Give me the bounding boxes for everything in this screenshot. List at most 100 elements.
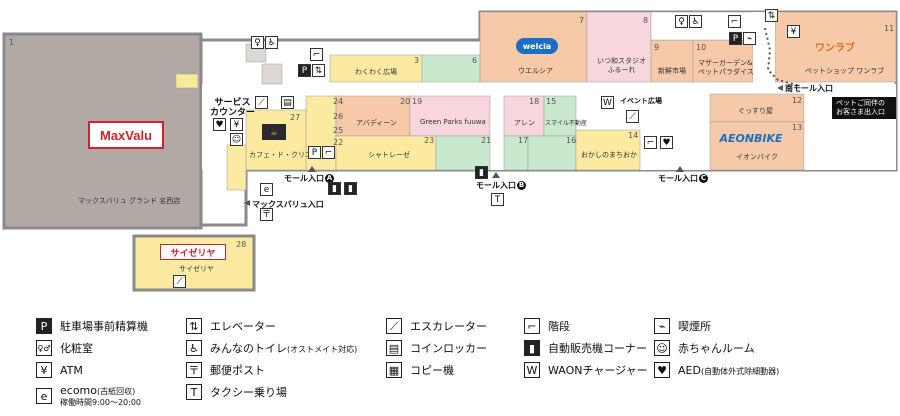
parking-payment-icon: P bbox=[729, 32, 742, 45]
legend-label-text: 化粧室 bbox=[60, 342, 93, 355]
okashi-number: 14 bbox=[628, 131, 639, 140]
postbox-icon: 〒 bbox=[260, 208, 273, 221]
aeonbike-area bbox=[709, 121, 805, 171]
legend-label: 化粧室 bbox=[60, 340, 93, 356]
legend-label-text: 喫煙所 bbox=[678, 320, 711, 333]
stairs-icon: ⌐ bbox=[644, 136, 657, 149]
legend-label-text: WAONチャージャー bbox=[548, 364, 648, 377]
area-23-number: 23 bbox=[424, 136, 435, 145]
cafe-number: 27 bbox=[290, 113, 301, 122]
waon-charger-icon: W bbox=[524, 362, 540, 378]
legend-label: 階段 bbox=[548, 318, 570, 334]
legend-label-text: コピー機 bbox=[410, 364, 454, 377]
welcia-number: 7 bbox=[579, 16, 585, 25]
vending-machine-icon: ▮ bbox=[328, 182, 341, 195]
smile-number: 15 bbox=[546, 97, 557, 106]
stairs-icon: ⌐ bbox=[310, 48, 323, 61]
legend-label: コインロッカー bbox=[410, 340, 487, 356]
legend-label: 自動販売機コーナー bbox=[548, 340, 647, 356]
waon-charger-icon: W bbox=[601, 96, 614, 109]
ecomo-icon: e bbox=[260, 183, 273, 196]
smoking-room-icon: ⌁ bbox=[743, 32, 756, 45]
legend-item-aed: ♥AED(自動体外式除細動器) bbox=[654, 362, 779, 378]
aed-icon: ♥ bbox=[654, 362, 670, 378]
legend-label-text: ATM bbox=[60, 363, 83, 377]
restroom-icon: ♀ bbox=[251, 36, 264, 49]
smoking-room-icon: ⌁ bbox=[654, 318, 670, 334]
wakuwaku-name: わくわく広場 bbox=[355, 68, 397, 76]
mother-area bbox=[692, 39, 754, 83]
mother-number: 10 bbox=[696, 43, 707, 52]
legend-item-elevator: ⇅ エレベーター bbox=[186, 318, 276, 334]
shinsen-name: 新鮮市場 bbox=[658, 67, 686, 75]
chateraise-area bbox=[335, 135, 437, 171]
escalator-icon: ⟋ bbox=[173, 275, 186, 288]
legend-label: 郵便ポスト bbox=[210, 362, 265, 378]
coin-locker-icon: ▤ bbox=[386, 340, 402, 356]
legend-label-text: みんなのトイレ bbox=[210, 342, 287, 355]
parking-payment-icon: P bbox=[308, 146, 321, 159]
escalator-icon: ⟋ bbox=[386, 318, 402, 334]
elevator-icon: ⇅ bbox=[186, 318, 202, 334]
legend-label-text: エレベーター bbox=[210, 320, 276, 333]
legend-label: コピー機 bbox=[410, 362, 454, 378]
shinsen-area bbox=[650, 39, 694, 83]
cafe-logo: ☕ bbox=[262, 124, 286, 140]
legend-label: タクシー乗り場 bbox=[210, 384, 287, 400]
aed-icon: ♥ bbox=[660, 136, 673, 149]
legend-label: WAONチャージャー bbox=[548, 362, 648, 378]
accessible-toilet-icon: ♿ bbox=[689, 15, 702, 28]
maxvalu-name: マックスバリュ グランド 名西店 bbox=[78, 197, 181, 205]
wanlove-number: 11 bbox=[884, 24, 895, 33]
itsumo-number: 8 bbox=[643, 16, 649, 25]
baby-room-icon: ☺ bbox=[654, 340, 670, 356]
wanlove-area bbox=[774, 11, 897, 83]
area-21-number: 21 bbox=[481, 136, 492, 145]
greenparks-number: 19 bbox=[412, 97, 423, 106]
legend-item-waon-charger: W WAONチャージャー bbox=[524, 362, 648, 378]
abadin-number: 20 bbox=[400, 97, 411, 106]
legend-item-coin-locker: ▤ コインロッカー bbox=[386, 340, 487, 356]
legend-item-vending-machine: ▮自動販売機コーナー bbox=[524, 340, 647, 356]
escalator-icon: ⟋ bbox=[255, 96, 268, 109]
atm-icon: ¥ bbox=[230, 118, 243, 131]
taxi-icon: T bbox=[491, 193, 504, 206]
accessible-toilet-icon: ♿ bbox=[186, 340, 202, 356]
restroom-icon: ♀ bbox=[675, 15, 688, 28]
legend-item-postbox: 〒郵便ポスト bbox=[186, 362, 265, 378]
legend-label-text: タクシー乗り場 bbox=[210, 386, 287, 399]
pet-entrance-label: ペットご同伴の お客さま出入口 bbox=[836, 99, 885, 116]
legend-label-text: 郵便ポスト bbox=[210, 364, 265, 377]
abadin-name: アバディーン bbox=[356, 119, 397, 127]
legend-item-stairs: ⌐階段 bbox=[524, 318, 570, 334]
parking-payment-icon: P bbox=[36, 318, 52, 334]
legend-label-suffix: (自動体外式除細動器) bbox=[700, 366, 780, 376]
komeda-area bbox=[421, 54, 481, 83]
greenparks-area bbox=[409, 95, 491, 137]
ecomo-icon: e bbox=[36, 388, 52, 404]
area-17-number: 17 bbox=[518, 136, 529, 145]
legend-label: みんなのトイレ(オストメイト対応) bbox=[210, 340, 357, 356]
restroom-icon: ♀♂ bbox=[36, 340, 52, 356]
saizeriya-name: サイゼリヤ bbox=[179, 265, 214, 273]
area-26-number: 26 bbox=[333, 112, 344, 121]
legend-label: エスカレーター bbox=[410, 318, 487, 334]
aeonbike-number: 13 bbox=[792, 123, 803, 132]
saizeriya-logo: サイゼリヤ bbox=[160, 244, 226, 260]
area-16-number: 16 bbox=[566, 136, 577, 145]
greenparks-name: Green Parks fuuwa bbox=[420, 118, 486, 126]
accessible-toilet-icon: ♿ bbox=[265, 36, 278, 49]
legend-label-suffix: (古紙回収) bbox=[97, 387, 136, 396]
smile-area bbox=[543, 95, 577, 137]
legend-item-smoking-room: ⌁ 喫煙所 bbox=[654, 318, 711, 334]
maxvalu-entrance: マックスバリュ入口 bbox=[252, 200, 324, 209]
south-mall-entrance: 南モール入口 bbox=[785, 84, 833, 93]
atm-icon: ¥ bbox=[36, 362, 52, 378]
abadin-area bbox=[335, 95, 411, 137]
maxvalu-number: 1 bbox=[9, 38, 15, 47]
legend-label: 喫煙所 bbox=[678, 318, 711, 334]
elevator-icon: ⇅ bbox=[312, 64, 325, 77]
